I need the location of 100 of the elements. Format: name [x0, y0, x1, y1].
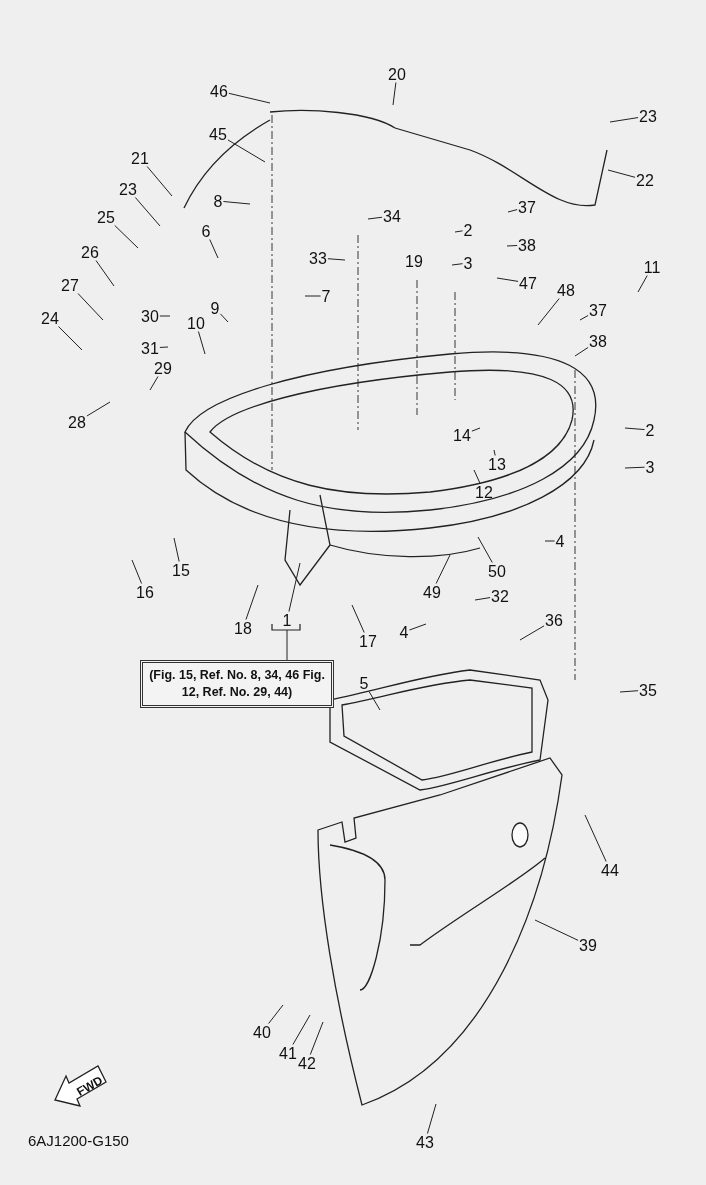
callout-number: 29 — [153, 359, 173, 377]
callout-number: 49 — [422, 583, 442, 601]
leader-line — [477, 536, 493, 563]
leader-line — [584, 814, 607, 862]
leader-line — [574, 346, 589, 357]
direction-label: FWD — [74, 1073, 105, 1099]
callout-number: 1 — [281, 611, 293, 629]
callout-number: 33 — [308, 249, 328, 267]
callout-number: 4 — [398, 623, 410, 641]
leader-line — [368, 691, 381, 711]
callout-number: 31 — [140, 339, 160, 357]
callout-number: 48 — [556, 281, 576, 299]
leader-line — [544, 540, 556, 542]
leader-line — [159, 315, 171, 317]
leader-line — [451, 263, 464, 266]
leader-line — [95, 260, 115, 287]
leader-line — [197, 331, 206, 355]
callout-number: 19 — [404, 252, 424, 270]
callout-number: 8 — [212, 192, 224, 210]
leader-line — [537, 298, 560, 326]
leader-line — [367, 216, 383, 220]
leader-line — [471, 427, 481, 432]
leader-line — [435, 554, 451, 584]
callout-number: 6 — [200, 222, 212, 240]
leader-line — [149, 376, 159, 391]
callout-number: 38 — [517, 236, 537, 254]
leader-line — [268, 1004, 284, 1024]
callout-number: 37 — [588, 301, 608, 319]
callout-number: 43 — [415, 1133, 435, 1151]
leader-line — [609, 117, 639, 123]
leader-line — [637, 275, 648, 293]
callout-number: 5 — [358, 674, 370, 692]
leader-line — [219, 313, 229, 323]
leader-line — [58, 326, 83, 351]
leader-line — [619, 690, 639, 693]
callout-number: 30 — [140, 307, 160, 325]
leader-line — [351, 604, 365, 633]
callout-number: 34 — [382, 207, 402, 225]
callout-number: 22 — [635, 171, 655, 189]
callout-number: 3 — [462, 254, 474, 272]
leader-line — [286, 629, 288, 661]
leader-line — [474, 597, 491, 601]
leader-line — [146, 166, 173, 197]
leader-line — [624, 427, 646, 431]
callout-number: 40 — [252, 1023, 272, 1041]
leader-line — [473, 469, 481, 484]
callout-number: 13 — [487, 455, 507, 473]
leader-line — [227, 139, 266, 163]
leader-line — [159, 346, 169, 348]
leader-line — [507, 209, 518, 213]
callout-number: 17 — [358, 632, 378, 650]
leader-line — [534, 919, 579, 941]
leader-line — [222, 201, 251, 205]
callout-number: 24 — [40, 309, 60, 327]
leader-line — [506, 245, 518, 247]
leader-line — [408, 623, 427, 631]
callout-number: 41 — [278, 1044, 298, 1062]
callout-number: 4 — [554, 532, 566, 550]
leader-line — [288, 562, 301, 612]
callout-number: 36 — [544, 611, 564, 629]
leader-line — [624, 466, 646, 469]
leader-line — [519, 625, 545, 641]
callout-number: 9 — [209, 299, 221, 317]
leader-line — [114, 225, 139, 249]
leader-line — [131, 559, 143, 584]
callout-number: 44 — [600, 861, 620, 879]
leader-line — [454, 230, 464, 233]
leader-line — [579, 315, 589, 321]
callout-number: 11 — [642, 258, 662, 276]
drawing-code: 6AJ1200-G150 — [28, 1132, 129, 1149]
leader-line — [245, 584, 259, 620]
callout-number: 15 — [171, 561, 191, 579]
callout-number: 27 — [60, 276, 80, 294]
leader-line — [173, 537, 180, 562]
callout-number: 18 — [233, 619, 253, 637]
callout-number: 26 — [80, 243, 100, 261]
leader-line — [607, 169, 636, 178]
callout-number: 32 — [490, 587, 510, 605]
leader-line — [77, 293, 104, 321]
callout-number: 42 — [297, 1054, 317, 1072]
callout-number: 12 — [474, 483, 494, 501]
callout-number: 2 — [462, 221, 474, 239]
note-box: (Fig. 15, Ref. No. 8, 34, 46 Fig. 12, Ref. No. 29, 44) — [140, 660, 334, 708]
callout-number: 46 — [209, 82, 229, 100]
leader-line — [209, 239, 219, 259]
leader-line — [327, 258, 346, 261]
callout-number: 45 — [208, 125, 228, 143]
callout-number: 14 — [452, 426, 472, 444]
leader-line — [292, 1014, 311, 1045]
callout-number: 16 — [135, 583, 155, 601]
callout-number: 2 — [644, 421, 656, 439]
callout-number: 21 — [130, 149, 150, 167]
leader-line — [496, 277, 519, 282]
leader-line — [304, 295, 322, 297]
callout-number: 35 — [638, 681, 658, 699]
leader-line — [134, 197, 161, 227]
leader-line — [392, 82, 397, 106]
leader-line — [426, 1103, 437, 1134]
callout-number: 10 — [186, 314, 206, 332]
callout-number: 23 — [118, 180, 138, 198]
